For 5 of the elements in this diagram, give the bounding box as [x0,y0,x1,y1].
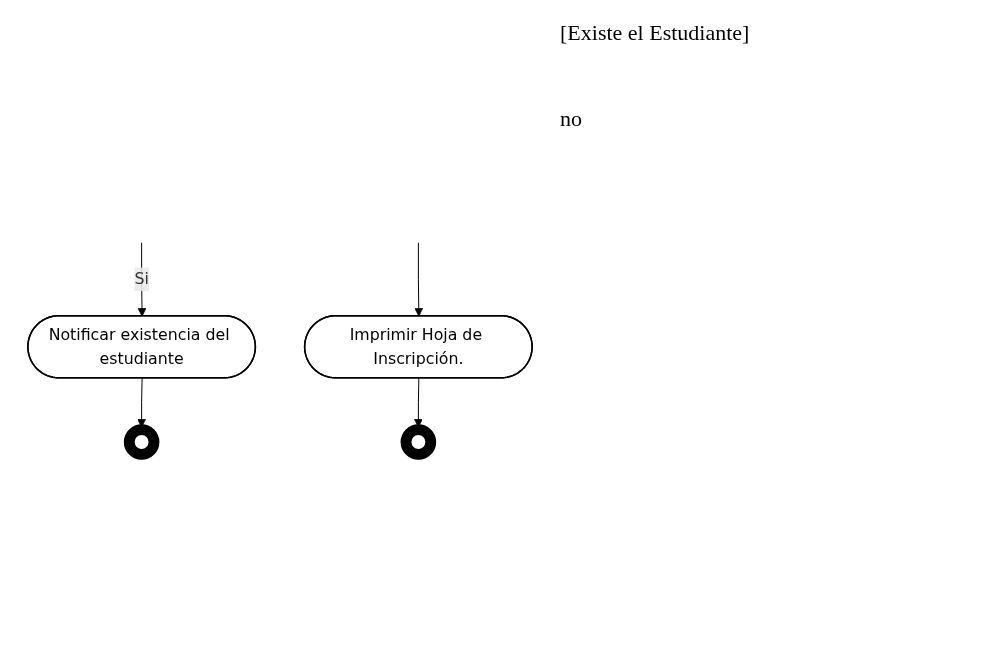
annotation-text: no [560,106,583,132]
edge-label: Si [134,269,149,289]
annotation-text: [Existe el Estudiante] [560,20,750,46]
node-circle [123,424,160,460]
node-circle [400,424,437,460]
